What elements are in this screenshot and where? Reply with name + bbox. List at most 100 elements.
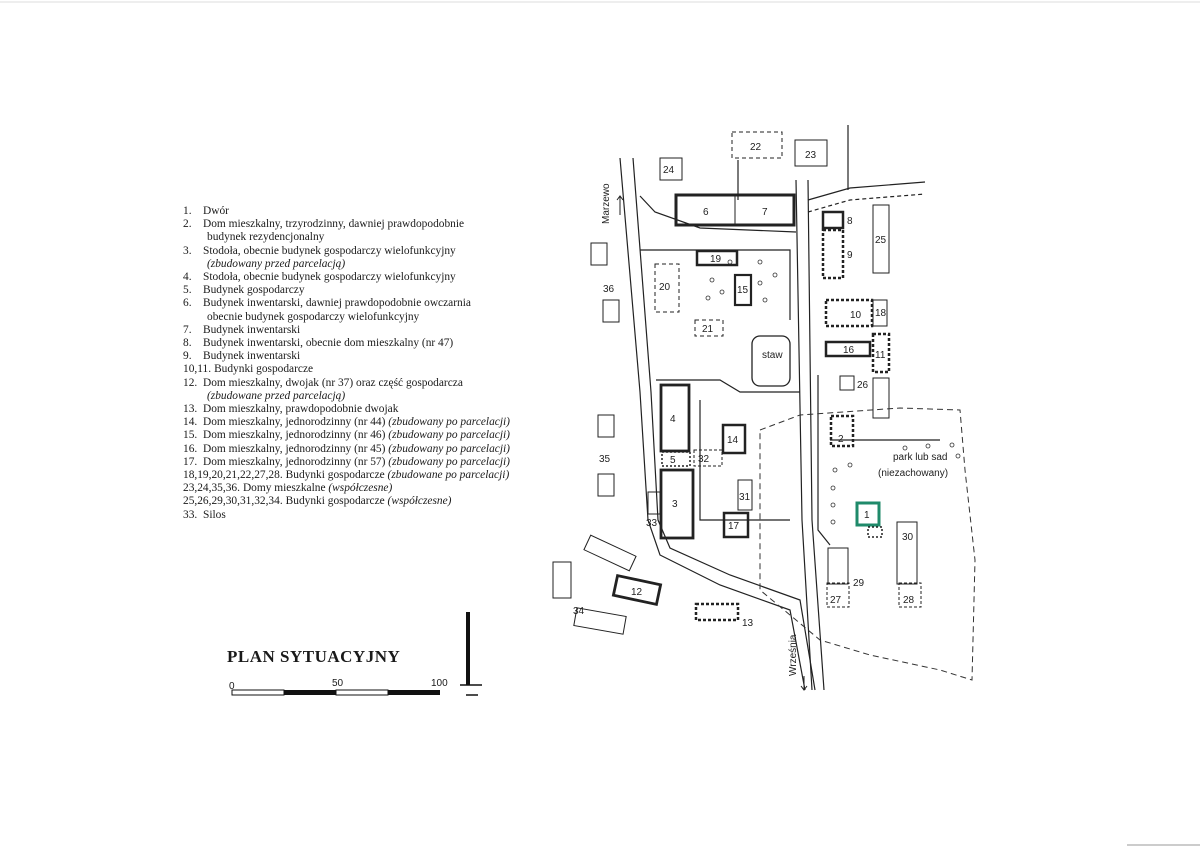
legend-item: 9.Budynek inwentarski <box>183 350 583 363</box>
legend-item-desc: Dom mieszkalny, jednorodzinny (nr 45) <box>203 442 386 455</box>
building-12-label: 12 <box>631 587 643 598</box>
building-35-label: 35 <box>599 454 611 465</box>
building-18-label: 18 <box>875 308 887 319</box>
road-label-wrzesnia: Września <box>788 634 799 676</box>
building-25 <box>872 204 890 274</box>
building-2 <box>829 414 855 448</box>
building-30 <box>896 521 918 585</box>
building-26-annex <box>839 375 855 391</box>
building-33 <box>647 491 661 515</box>
legend-item-number: 14. <box>183 416 198 429</box>
legend-item: 18,19,20,21,22,27,28.Budynki gospodarcze… <box>183 469 583 482</box>
legend-item: 15.Dom mieszkalny, jednorodzinny (nr 46)… <box>183 429 583 442</box>
legend-item-desc: Budynek inwentarski <box>203 323 301 336</box>
legend-item-text: Domy mieszkalne (współczesne) <box>243 482 583 495</box>
building-15-label: 15 <box>737 285 749 296</box>
building-4 <box>659 383 691 453</box>
legend-item-note: (zbudowane po parcelacji) <box>387 469 510 482</box>
building-35b <box>597 473 615 497</box>
legend-item-continuation: budynek rezydencjonalny <box>207 231 325 244</box>
building-5-label: 5 <box>670 455 676 466</box>
legend-item-text: Stodoła, obecnie budynek gospodarczy wie… <box>203 245 583 258</box>
legend-item: 5.Budynek gospodarczy <box>183 284 583 297</box>
building-16 <box>824 340 872 358</box>
building-2-label: 2 <box>838 434 844 445</box>
road-label-marzewo: Marzewo <box>601 183 612 224</box>
legend-item-text: Budynki gospodarcze (współczesne) <box>286 495 583 508</box>
legend-item: 33.Silos <box>183 509 583 522</box>
park-boundary <box>759 407 976 681</box>
building-15 <box>733 273 753 307</box>
legend-item: 23,24,35,36.Domy mieszkalne (współczesne… <box>183 482 583 495</box>
pond <box>751 335 791 387</box>
legend-item-number: 6. <box>183 297 192 310</box>
legend-item-note: (zbudowany po parcelacji) <box>388 455 510 468</box>
legend-item: 17. Dom mieszkalny, jednorodzinny (nr 57)… <box>183 456 583 469</box>
building-19-label: 19 <box>710 254 722 265</box>
building-23-label: 23 <box>805 150 817 161</box>
legend-item-text: Dom mieszkalny, jednorodzinny (nr 57) (z… <box>203 456 583 469</box>
road-east-edge <box>795 179 813 691</box>
building-8-label: 8 <box>847 216 853 227</box>
legend-item-text: Budynek inwentarski <box>203 350 583 363</box>
legend-item: 16.Dom mieszkalny, jednorodzinny (nr 45)… <box>183 443 583 456</box>
building-22 <box>731 131 783 159</box>
lane-inner-north <box>640 249 791 320</box>
legend-item: 6.Budynek inwentarski, dawniej prawdopod… <box>183 297 583 310</box>
scale-label-50: 50 <box>332 678 344 689</box>
trees <box>705 259 961 525</box>
building-31-label: 31 <box>739 492 751 503</box>
legend-item-desc: Dom mieszkalny, prawdopodobnie dwojak <box>203 403 399 416</box>
legend-item-number: 1. <box>183 205 192 217</box>
legend-item-note: (zbudowany po parcelacji) <box>388 429 510 442</box>
legend-item-text: Budynki gospodarcze (zbudowane po parcel… <box>286 469 583 482</box>
building-5 <box>661 451 691 467</box>
building-9-label: 9 <box>847 250 853 261</box>
legend-item-text: Dom mieszkalny, prawdopodobnie dwojak <box>203 403 583 416</box>
legend-item-text: Silos <box>203 509 583 522</box>
building-8 <box>821 210 845 230</box>
building-32 <box>693 449 723 467</box>
legend-item-text: Dwór <box>203 205 583 218</box>
north-arrow-icon <box>460 612 482 696</box>
building-11 <box>871 332 891 374</box>
park-label-1: park lub sad <box>893 452 947 463</box>
legend-item: 7.Budynek inwentarski <box>183 324 583 337</box>
building-1 <box>855 501 881 527</box>
legend-item-text: Dom mieszkalny, jednorodzinny (nr 45) (z… <box>203 443 583 456</box>
building-14 <box>721 423 747 455</box>
legend-item-number: 2. <box>183 218 192 231</box>
building-26-label: 26 <box>857 380 869 391</box>
scale-label-100: 100 <box>431 678 448 689</box>
legend-item-desc: Dom mieszkalny, jednorodzinny (nr 57) <box>203 455 386 468</box>
legend-item-desc: Dom mieszkalny, dwojak (nr 37) oraz częś… <box>203 376 463 389</box>
legend-item-number: 4. <box>183 271 192 284</box>
legend-item-number: 8. <box>183 337 192 350</box>
building-14-label: 14 <box>727 435 739 446</box>
legend-item-note: (zbudowany przed parcelacją) <box>207 257 346 270</box>
pond-label: staw <box>762 350 783 361</box>
legend-item-desc: Dwór <box>203 205 229 217</box>
legend-item: 1. Dwór <box>183 205 583 218</box>
building-30-label: 30 <box>902 532 914 543</box>
legend-item: 10,11.Budynki gospodarcze <box>183 363 583 376</box>
legend-item: 8. Budynek inwentarski, obecnie dom miesz… <box>183 337 583 350</box>
building-4-label: 4 <box>670 414 676 425</box>
building-29 <box>827 547 849 585</box>
building-1-annex <box>867 526 883 538</box>
legend-item-note: (zbudowany po parcelacji) <box>388 442 510 455</box>
building-29-label: 29 <box>853 578 865 589</box>
building-22-label: 22 <box>750 142 762 153</box>
legend-item-desc: Budynek inwentarski <box>203 350 301 363</box>
roads <box>619 125 940 691</box>
scale-label-0: 0 <box>229 681 235 692</box>
building-3-label: 3 <box>672 499 678 510</box>
legend-item-number: 12. <box>183 376 198 389</box>
road-northeast-2 <box>807 193 926 213</box>
building-25-label: 25 <box>875 235 887 246</box>
legend-item-text: Budynek inwentarski, obecnie dom mieszka… <box>203 337 583 350</box>
building-31 <box>737 479 753 511</box>
legend-item-text: Dom mieszkalny, jednorodzinny (nr 44) (z… <box>203 416 583 429</box>
legend-item-number: 17. <box>183 455 198 468</box>
